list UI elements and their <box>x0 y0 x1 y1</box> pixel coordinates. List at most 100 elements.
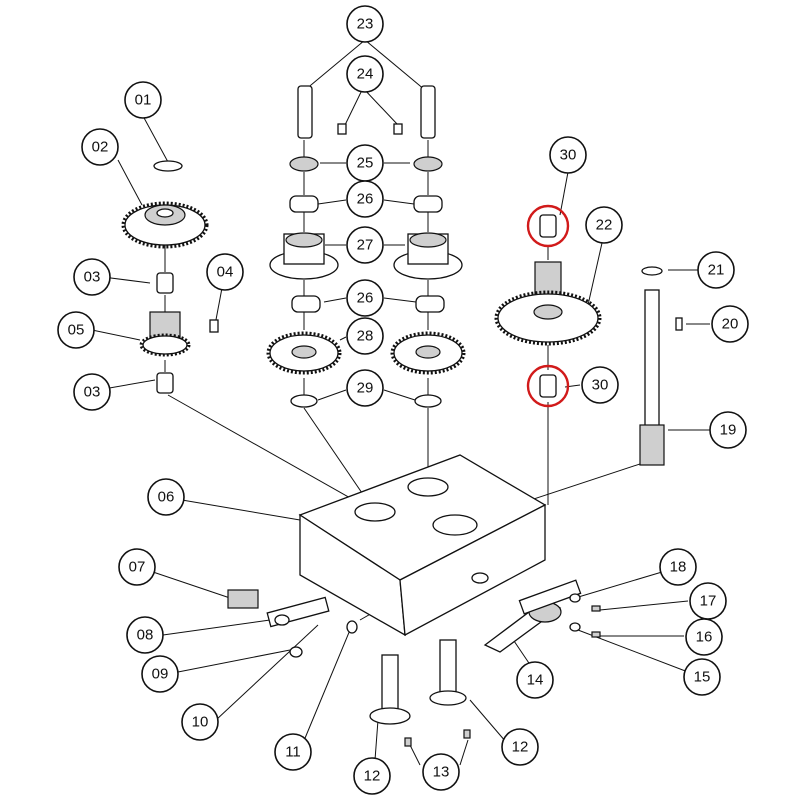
callout-18[interactable]: 18 <box>659 548 697 586</box>
o-ring-01 <box>153 160 183 172</box>
svg-text:03: 03 <box>84 384 101 401</box>
callout-22[interactable]: 22 <box>585 206 623 244</box>
callout-07[interactable]: 07 <box>118 548 156 586</box>
svg-text:15: 15 <box>694 669 711 686</box>
callout-14[interactable]: 14 <box>516 661 554 699</box>
gear-02 <box>121 201 209 249</box>
bushing-30-lower <box>539 374 557 398</box>
callouts: 01 02 03 03 04 05 06 07 08 09 10 11 12 1… <box>57 5 749 795</box>
ring-25-left <box>289 156 319 172</box>
svg-text:26: 26 <box>357 191 374 208</box>
svg-text:07: 07 <box>129 559 146 576</box>
svg-text:06: 06 <box>158 489 175 506</box>
svg-text:02: 02 <box>92 139 109 156</box>
callout-01[interactable]: 01 <box>124 81 162 119</box>
svg-text:26: 26 <box>357 290 374 307</box>
callout-03-lower[interactable]: 03 <box>73 373 111 411</box>
svg-text:13: 13 <box>433 764 450 781</box>
shaft-19 <box>639 289 665 466</box>
post-12-left <box>369 654 411 725</box>
callout-29[interactable]: 29 <box>346 369 384 407</box>
ring-21 <box>641 266 663 276</box>
callout-12-left[interactable]: 12 <box>353 757 391 795</box>
svg-text:28: 28 <box>357 328 374 345</box>
callout-17[interactable]: 17 <box>689 582 727 620</box>
callout-06[interactable]: 06 <box>147 478 185 516</box>
callout-30-upper[interactable]: 30 <box>549 136 587 174</box>
callout-30-lower[interactable]: 30 <box>581 366 619 404</box>
svg-text:30: 30 <box>592 377 609 394</box>
callout-19[interactable]: 19 <box>709 411 747 449</box>
callout-26-lower[interactable]: 26 <box>346 279 384 317</box>
svg-text:19: 19 <box>720 422 737 439</box>
callout-23[interactable]: 23 <box>346 5 384 43</box>
svg-text:21: 21 <box>708 262 725 279</box>
callout-24[interactable]: 24 <box>346 55 384 93</box>
svg-text:18: 18 <box>670 559 687 576</box>
gear-28-left <box>266 331 342 375</box>
callout-21[interactable]: 21 <box>697 251 735 289</box>
key-24-left <box>337 123 347 135</box>
callout-27[interactable]: 27 <box>346 226 384 264</box>
part-shapes <box>121 85 683 747</box>
callout-11[interactable]: 11 <box>274 733 312 771</box>
svg-text:30: 30 <box>560 147 577 164</box>
svg-text:20: 20 <box>722 316 739 333</box>
callout-09[interactable]: 09 <box>141 655 179 693</box>
cluster-gear-05 <box>139 311 191 357</box>
svg-text:04: 04 <box>217 264 234 281</box>
svg-text:03: 03 <box>84 269 101 286</box>
pin-15 <box>569 622 581 632</box>
svg-text:25: 25 <box>357 155 374 172</box>
svg-text:14: 14 <box>527 672 544 689</box>
bearing-26-upper-left <box>289 195 319 213</box>
svg-text:12: 12 <box>364 768 381 785</box>
svg-text:16: 16 <box>696 629 713 646</box>
svg-text:01: 01 <box>135 92 152 109</box>
callout-04[interactable]: 04 <box>206 253 244 291</box>
bushing-30-upper <box>539 214 557 238</box>
callout-26-upper[interactable]: 26 <box>346 180 384 218</box>
svg-text:09: 09 <box>152 666 169 683</box>
linkage-08-10 <box>266 596 330 628</box>
bearing-26-lower-right <box>415 295 445 313</box>
callout-28[interactable]: 28 <box>346 317 384 355</box>
shafts-23 <box>297 85 436 139</box>
callout-05[interactable]: 05 <box>57 311 95 349</box>
svg-text:08: 08 <box>137 627 154 644</box>
housing-27-right <box>393 232 463 280</box>
svg-text:22: 22 <box>596 217 613 234</box>
svg-text:24: 24 <box>357 66 374 83</box>
callout-15[interactable]: 15 <box>683 658 721 696</box>
screw-13-left <box>404 737 412 747</box>
post-12-right <box>429 639 467 706</box>
callout-10[interactable]: 10 <box>181 703 219 741</box>
ring-11 <box>346 620 358 634</box>
key-24-right <box>393 123 403 135</box>
housing-27-left <box>269 232 339 280</box>
callout-20[interactable]: 20 <box>711 305 749 343</box>
highlight-ring-30-upper <box>526 204 570 248</box>
bearing-26-lower-left <box>291 295 321 313</box>
o-ring-29-right <box>414 394 442 408</box>
bearing-26-upper-right <box>413 195 443 213</box>
gearbox-housing-06 <box>298 454 547 637</box>
callout-13[interactable]: 13 <box>422 753 460 791</box>
callout-25[interactable]: 25 <box>346 144 384 182</box>
callout-12-right[interactable]: 12 <box>501 728 539 766</box>
ring-18 <box>569 593 581 603</box>
highlight-ring-30-lower <box>526 364 570 408</box>
callout-02[interactable]: 02 <box>81 128 119 166</box>
callout-03-upper[interactable]: 03 <box>73 258 111 296</box>
callout-08[interactable]: 08 <box>126 616 164 654</box>
svg-text:11: 11 <box>285 744 301 761</box>
svg-text:29: 29 <box>357 380 374 397</box>
pin-09 <box>289 646 303 658</box>
screw-13-right <box>463 729 471 739</box>
gear-22 <box>494 261 602 346</box>
svg-text:17: 17 <box>700 593 717 610</box>
svg-text:12: 12 <box>512 739 529 756</box>
callout-16[interactable]: 16 <box>685 618 723 656</box>
leader-lines <box>91 39 712 766</box>
